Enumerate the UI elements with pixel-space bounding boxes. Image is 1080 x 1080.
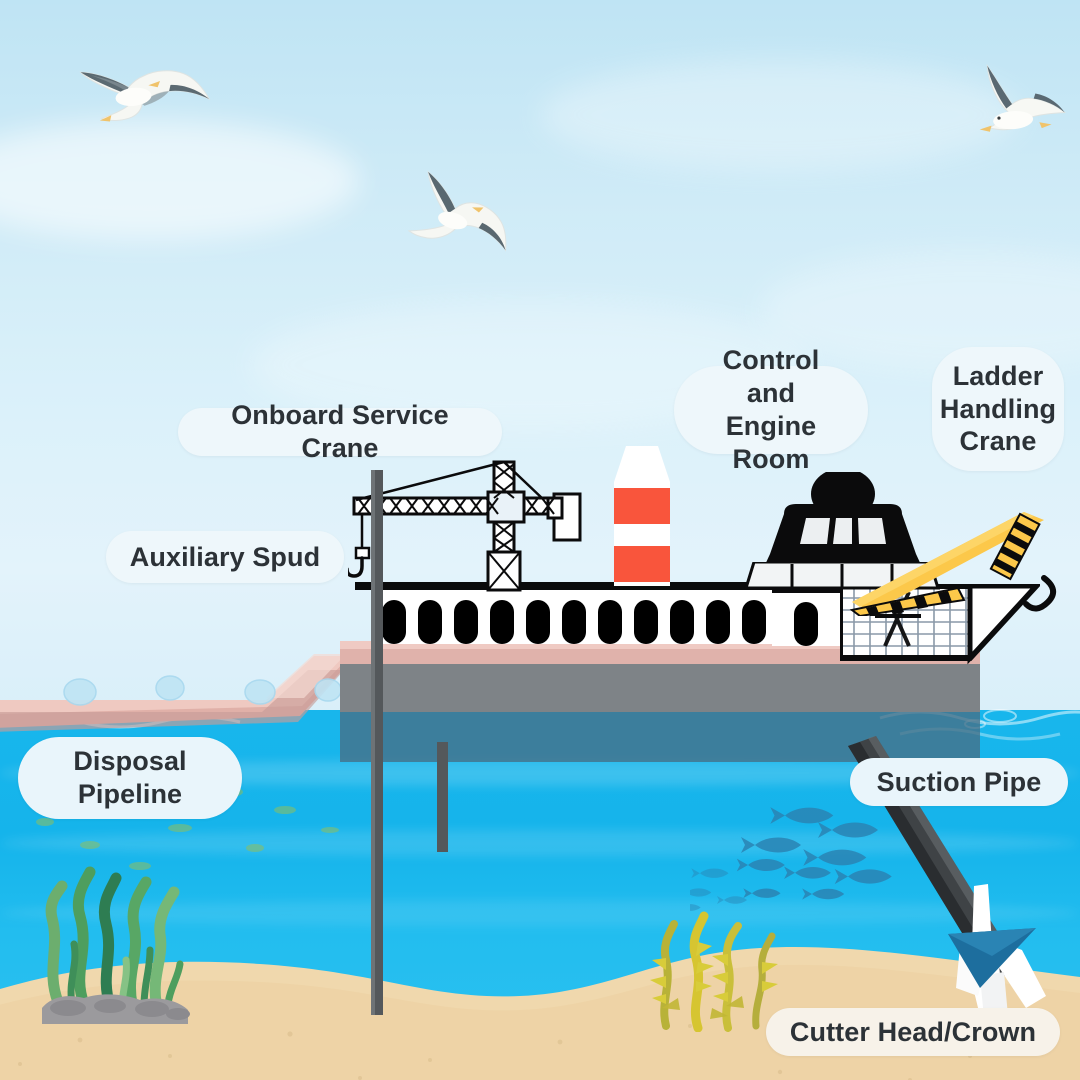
- label-text: Onboard Service Crane: [231, 400, 449, 463]
- label-control-and-engine-room[interactable]: Control and Engine Room: [674, 345, 868, 474]
- ladder-handling-crane: [852, 512, 1057, 612]
- label-auxiliary-spud[interactable]: Auxiliary Spud: [106, 531, 344, 583]
- label-cutter-head-crown[interactable]: Cutter Head/Crown: [766, 1008, 1060, 1056]
- cutter-head-crown: [948, 884, 1046, 1018]
- onboard-service-crane: [348, 460, 582, 592]
- label-onboard-service-crane[interactable]: Onboard Service Crane: [178, 400, 502, 463]
- gull-mid: [407, 170, 507, 252]
- deck-house-windows: [382, 600, 830, 644]
- label-suction-pipe[interactable]: Suction Pipe: [850, 758, 1068, 806]
- bridge-base: [743, 562, 941, 590]
- funnel-smokestack: [614, 446, 670, 586]
- label-text-line1: Control and: [722, 345, 820, 409]
- secondary-spud: [437, 742, 448, 852]
- seaweed-yellow-right: [650, 911, 778, 1032]
- label-text-line1: Ladder: [952, 360, 1044, 391]
- disposal-pipeline: [0, 654, 350, 732]
- hull-sheer-band-light: [340, 641, 980, 649]
- label-text-line2: Handling: [939, 393, 1057, 424]
- seaweed-green-left: [42, 866, 190, 1024]
- fish-school: [690, 807, 892, 911]
- label-text-line2: Pipeline: [77, 779, 183, 809]
- wave-line-2: [0, 830, 1080, 856]
- gull-left: [79, 70, 211, 122]
- auxiliary-spud-highlight: [371, 470, 375, 1015]
- label-text-line2: Engine Room: [725, 411, 817, 474]
- stern-door: [794, 602, 818, 646]
- label-ladder-handling-crane[interactable]: Ladder Handling Crane: [932, 347, 1064, 471]
- hull-sheer-band: [340, 644, 980, 664]
- label-text: Auxiliary Spud: [129, 541, 321, 572]
- hull-main: [340, 662, 980, 712]
- ladder-crane-base-stripes: [849, 586, 966, 616]
- cloud-1: [0, 120, 360, 240]
- label-text: Suction Pipe: [876, 766, 1042, 797]
- deck-line: [355, 582, 847, 590]
- label-disposal-pipeline[interactable]: Disposal Pipeline: [18, 737, 242, 819]
- label-text-line1: Disposal: [73, 746, 187, 777]
- label-text: Cutter Head/Crown: [789, 1016, 1037, 1047]
- gull-right: [979, 63, 1066, 132]
- pipeline-floats: [63, 675, 342, 706]
- wave-line-3: [0, 900, 1080, 926]
- cloud-2: [540, 60, 1020, 170]
- label-text-line3: Crane: [959, 426, 1037, 457]
